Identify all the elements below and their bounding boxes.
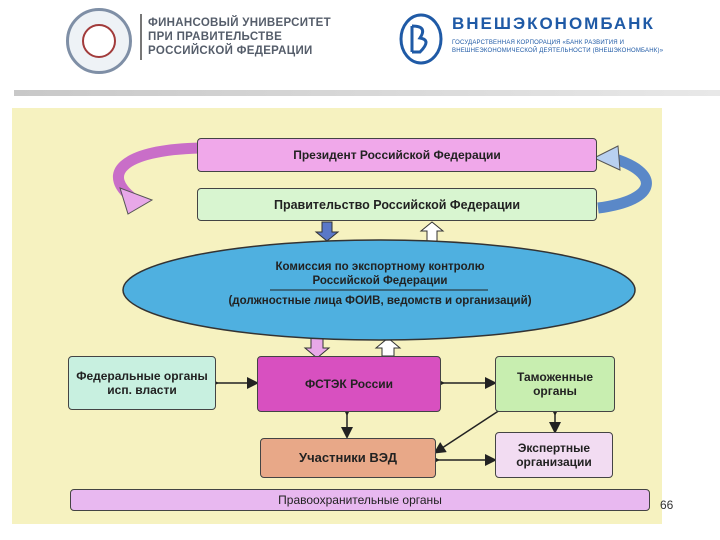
right-curved-arrow	[597, 152, 652, 214]
bank-name: ВНЕШЭКОНОМБАНК	[452, 14, 655, 33]
federal-organs-box: Федеральные органы исп. власти	[68, 356, 216, 410]
commission-text: Комиссия по экспортному контролю Российс…	[170, 260, 590, 308]
customs-label: Таможенные органы	[516, 370, 594, 398]
commission-line-1: Комиссия по экспортному контролю	[275, 261, 485, 273]
president-label: Президент Российской Федерации	[293, 148, 501, 162]
participants-box: Участники ВЭД	[260, 438, 436, 478]
page-number: 66	[660, 498, 674, 512]
university-emblem-icon	[66, 8, 132, 74]
university-line-3: РОССИЙСКОЙ ФЕДЕРАЦИИ	[148, 45, 313, 57]
government-label: Правительство Российской Федерации	[273, 197, 521, 212]
header: ФИНАНСОВЫЙ УНИВЕРСИТЕТ ПРИ ПРАВИТЕЛЬСТВЕ…	[0, 0, 720, 90]
fstek-label: ФСТЭК России	[304, 377, 394, 391]
link-customs-participants	[433, 400, 511, 454]
arrow-up-commission-gov	[419, 221, 445, 242]
bank-subtitle-line-2: ВНЕШНЕЭКОНОМИЧЕСКОЙ ДЕЯТЕЛЬНОСТИ (ВНЕШЭК…	[452, 48, 664, 54]
header-rule	[14, 90, 720, 96]
expert-label: Экспертные организации	[516, 441, 592, 469]
arrow-up-fstek-commission	[374, 337, 402, 357]
university-line-2: ПРИ ПРАВИТЕЛЬСТВЕ	[148, 31, 283, 43]
fstek-box: ФСТЭК России	[257, 356, 441, 412]
bank-subtitle: ГОСУДАРСТВЕННАЯ КОРПОРАЦИЯ «БАНК РАЗВИТИ…	[452, 39, 663, 55]
bank-subtitle-line-1: ГОСУДАРСТВЕННАЯ КОРПОРАЦИЯ «БАНК РАЗВИТИ…	[452, 40, 625, 46]
law-enforcement-box: Правоохранительные органы	[70, 489, 650, 511]
right-curved-arrowhead	[592, 145, 621, 171]
law-enforcement-label: Правоохранительные органы	[278, 493, 442, 507]
arrow-down-gov-commission	[314, 221, 340, 242]
commission-line-2: Российской Федерации	[312, 275, 448, 287]
commission-line-3: (должностные лица ФОИВ, ведомств и орган…	[228, 295, 532, 307]
university-line-1: ФИНАНСОВЫЙ УНИВЕРСИТЕТ	[148, 17, 331, 29]
president-box: Президент Российской Федерации	[197, 138, 597, 172]
customs-box: Таможенные органы	[495, 356, 615, 412]
university-name: ФИНАНСОВЫЙ УНИВЕРСИТЕТ ПРИ ПРАВИТЕЛЬСТВЕ…	[148, 16, 331, 58]
participants-label: Участники ВЭД	[299, 450, 397, 465]
federal-organs-label: Федеральные органы исп. власти	[76, 369, 208, 397]
header-divider	[140, 14, 142, 60]
expert-box: Экспертные организации	[495, 432, 613, 478]
veb-logo-icon	[399, 13, 443, 65]
left-curved-arrowhead	[119, 187, 154, 215]
government-box: Правительство Российской Федерации	[197, 188, 597, 221]
arrow-down-commission-fstek	[303, 337, 331, 359]
